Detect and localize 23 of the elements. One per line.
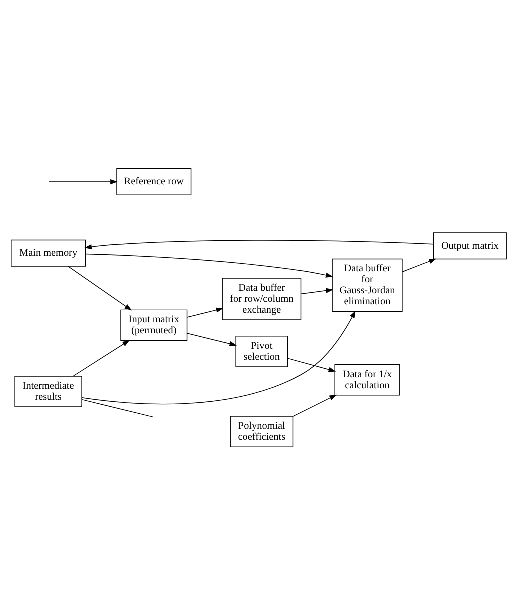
arrow xyxy=(85,254,334,278)
arrow xyxy=(82,310,356,405)
node-box: Data for 1/x calculation xyxy=(334,364,400,396)
node-box: Polynomial coefficients xyxy=(230,416,294,448)
node-box: Reference row xyxy=(116,168,192,196)
arrow xyxy=(186,308,224,318)
node-box: Data buffer for row/column exchange xyxy=(222,278,302,320)
arrow xyxy=(84,240,434,250)
arrow xyxy=(301,288,334,294)
arrow xyxy=(68,266,132,311)
node-box: Pivot selection xyxy=(236,336,288,368)
node-box: Output matrix xyxy=(433,232,507,260)
node-box: Intermediate results xyxy=(14,376,82,408)
arrow xyxy=(402,258,437,272)
node-box: Input matrix (permuted) xyxy=(120,310,188,342)
arrow xyxy=(186,333,238,346)
arrow xyxy=(73,340,130,377)
arrow xyxy=(48,179,118,185)
node-box: Main memory xyxy=(11,240,86,267)
arrow xyxy=(292,394,337,417)
arrow xyxy=(287,358,336,372)
connector xyxy=(82,399,154,418)
node-box: Data buffer for Gauss-Jordan elimination xyxy=(332,258,403,312)
